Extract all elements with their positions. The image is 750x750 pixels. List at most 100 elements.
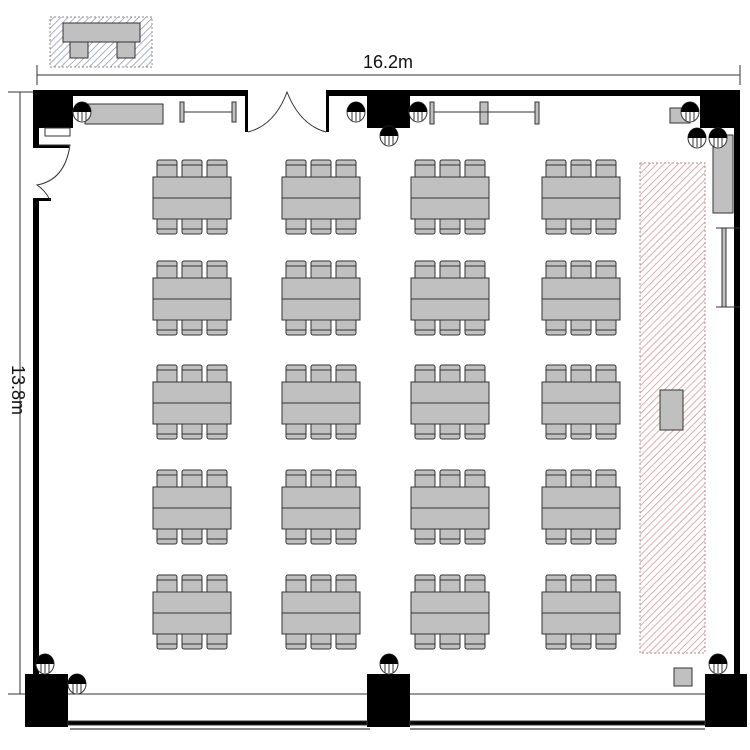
table-group	[152, 574, 232, 650]
chair	[156, 526, 178, 545]
chair	[570, 574, 592, 595]
chair	[570, 526, 592, 545]
bottom-window-wall	[67, 693, 706, 730]
chair	[570, 364, 592, 385]
table-grid	[152, 159, 621, 650]
chair	[206, 216, 228, 235]
chair	[310, 159, 332, 180]
chair	[206, 526, 228, 545]
chair	[545, 526, 567, 545]
table-group	[281, 159, 361, 235]
chair	[156, 159, 178, 180]
outlets	[35, 101, 728, 695]
chair	[206, 260, 228, 281]
chair	[285, 364, 307, 385]
walls	[25, 90, 747, 727]
chair	[439, 526, 461, 545]
width-label: 16.2m	[363, 52, 413, 72]
chair	[595, 526, 617, 545]
table-group	[281, 574, 361, 650]
outlet-icon	[708, 653, 728, 675]
chair	[414, 159, 436, 180]
chair	[414, 216, 436, 235]
table-group	[541, 574, 621, 650]
counter-top-left	[84, 103, 164, 125]
chair	[156, 364, 178, 385]
chair	[335, 526, 357, 545]
chair	[156, 631, 178, 650]
screen-stand	[716, 227, 740, 308]
chair	[335, 317, 357, 336]
outlet-icon	[680, 101, 700, 123]
chair	[181, 421, 203, 440]
table-group	[152, 364, 232, 440]
chair	[414, 526, 436, 545]
chair	[335, 260, 357, 281]
chair	[595, 574, 617, 595]
chair	[310, 317, 332, 336]
projector-bottom	[673, 667, 693, 687]
chair	[464, 421, 486, 440]
chair	[310, 631, 332, 650]
stage-area	[639, 162, 706, 654]
chair	[335, 469, 357, 490]
chair	[181, 364, 203, 385]
chair	[439, 260, 461, 281]
chair	[206, 364, 228, 385]
chair	[595, 317, 617, 336]
chair	[595, 216, 617, 235]
chair	[181, 526, 203, 545]
chair	[545, 574, 567, 595]
chair	[464, 364, 486, 385]
chair	[181, 631, 203, 650]
table-group	[281, 364, 361, 440]
podium	[659, 389, 684, 431]
chair	[181, 260, 203, 281]
chair	[335, 631, 357, 650]
chair	[335, 421, 357, 440]
table-group	[541, 260, 621, 336]
chair	[464, 526, 486, 545]
chair	[206, 317, 228, 336]
table-group	[410, 159, 490, 235]
chair	[464, 469, 486, 490]
outlet-icon	[72, 101, 92, 123]
chair	[545, 421, 567, 440]
outlet-icon	[708, 127, 728, 149]
chair	[570, 421, 592, 440]
chair	[156, 317, 178, 336]
chair	[156, 469, 178, 490]
chair	[570, 317, 592, 336]
width-dimension: 16.2m	[36, 52, 741, 85]
table-group	[281, 469, 361, 545]
table-group	[541, 364, 621, 440]
chair	[570, 216, 592, 235]
chair	[545, 159, 567, 180]
chair	[439, 469, 461, 490]
chair	[285, 421, 307, 440]
chair	[310, 364, 332, 385]
table-group	[152, 260, 232, 336]
outlet-icon	[687, 127, 707, 149]
outlet-icon	[67, 673, 87, 695]
height-label: 13.8m	[8, 365, 28, 415]
chair	[545, 364, 567, 385]
chair	[439, 364, 461, 385]
chair	[206, 574, 228, 595]
chair	[414, 574, 436, 595]
chair	[206, 631, 228, 650]
chair	[464, 574, 486, 595]
chair	[181, 159, 203, 180]
outlet-icon	[408, 101, 428, 123]
chair	[335, 574, 357, 595]
side-door	[35, 127, 71, 201]
table-group	[541, 469, 621, 545]
chair	[181, 216, 203, 235]
chair	[310, 216, 332, 235]
chair	[414, 631, 436, 650]
whiteboard-left	[179, 101, 237, 123]
reception-desk	[49, 16, 153, 68]
height-dimension: 13.8m	[8, 91, 33, 695]
chair	[414, 364, 436, 385]
